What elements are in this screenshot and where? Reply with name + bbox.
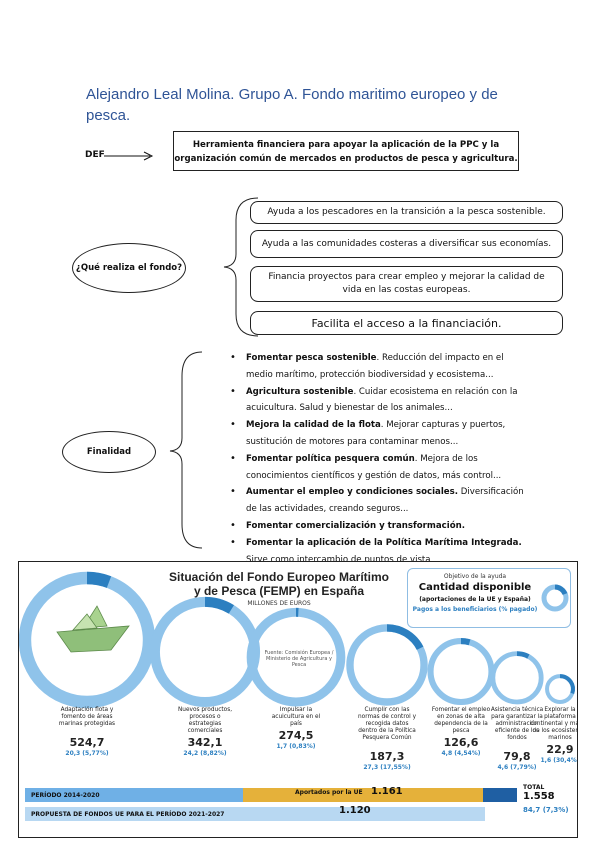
legend-box: Objetivo de la ayuda Cantidad disponible… [407, 568, 571, 628]
action-text: Facilita el acceso a la financiación. [311, 316, 502, 330]
goal-item: Agricultura sostenible. Cuidar ecosistem… [230, 384, 532, 418]
definition-box: Herramienta financiera para apoyar la ap… [173, 131, 519, 171]
category-label: Impulsar la acuicultura en el país [271, 707, 321, 727]
category-value: 524,7 [69, 736, 105, 749]
legend-payments: Pagos a los beneficiarios (% pagado) [412, 606, 538, 613]
spain-contribution-bar [483, 788, 517, 802]
def-label: DEF [85, 150, 105, 160]
legend-objective: Objetivo de la ayuda [443, 573, 507, 580]
finalidad-oval: Finalidad [62, 431, 156, 473]
eu-contribution-bar [243, 788, 483, 802]
period-label: PERÍODO 2014-2020 [31, 791, 100, 799]
category-paid: 27,3 (17,55%) [363, 764, 411, 771]
category-label: Fomentar el empleo en zonas de alta depe… [431, 707, 491, 734]
question-oval: ¿Qué realiza el fondo? [72, 243, 186, 293]
action-box-2: Ayuda a las comunidades costeras a diver… [250, 230, 563, 258]
proposal-value: 1.120 [339, 805, 371, 816]
category-label: Asistencia técnica para garantizar la ad… [490, 707, 544, 741]
def-arrow-icon [104, 151, 154, 161]
goal-item: Mejora la calidad de la flota. Mejorar c… [230, 417, 532, 451]
ring-5 [427, 638, 495, 706]
aportados-value: 1.161 [371, 786, 403, 797]
ring-paid-arc-5 [460, 638, 471, 646]
legend-ring-icon [541, 584, 569, 612]
proposal-label: PROPUESTA DE FONDOS UE PARA EL PERÍODO 2… [31, 810, 225, 818]
ring-paid-arc-7 [559, 674, 575, 695]
category-paid: 1,6 (30,4%) [540, 757, 578, 764]
category-label: Nuevos productos, procesos o estrategias… [177, 707, 233, 734]
action-text: Ayuda a los pescadores en la transición … [267, 207, 546, 217]
legend-contributions: (aportaciones de la UE y España) [419, 596, 531, 603]
category-value: 342,1 [187, 736, 223, 749]
total-label: TOTAL [523, 784, 545, 791]
category-label: Adaptación flota y fomento de áreas mari… [58, 707, 116, 727]
category-value: 22,9 [546, 743, 574, 756]
category-paid: 20,3 (5,77%) [65, 750, 109, 757]
action-box-1: Ayuda a los pescadores en la transición … [250, 201, 563, 224]
category-paid: 24,2 (8,82%) [183, 750, 227, 757]
category-paid: 4,6 (7,79%) [497, 764, 537, 771]
paper-boat-icon [56, 605, 130, 653]
category-value: 126,6 [443, 736, 479, 749]
category-label: Explorar la plataforma continental y map… [530, 707, 577, 741]
total-value: 1.558 [523, 791, 555, 802]
ring-6 [490, 651, 544, 705]
goal-item: Fomentar pesca sostenible. Reducción del… [230, 350, 532, 384]
question-text: ¿Qué realiza el fondo? [75, 262, 183, 273]
goal-item: Fomentar la aplicación de la Política Ma… [230, 535, 532, 569]
action-box-4: Facilita el acceso a la financiación. [250, 311, 563, 335]
action-text: Financia proyectos para crear empleo y m… [268, 272, 545, 295]
ring-paid-arc-6 [516, 651, 530, 659]
action-box-3: Financia proyectos para crear empleo y m… [250, 266, 563, 302]
goal-item: Fomentar comercialización y transformaci… [230, 518, 532, 535]
legend-available: Cantidad disponible [418, 582, 532, 593]
document-title: Alejandro Leal Molina. Grupo A. Fondo ma… [86, 86, 498, 124]
ring-paid-arc-4 [386, 624, 424, 651]
action-text: Ayuda a las comunidades costeras a diver… [261, 238, 552, 249]
source-note: Fuente: Comisión Europea / Ministerio de… [264, 650, 334, 668]
goals-list: Fomentar pesca sostenible. Reducción del… [230, 350, 532, 569]
finalidad-text: Finalidad [86, 446, 132, 457]
category-value: 274,5 [278, 729, 314, 742]
femp-infographic: Situación del Fondo Europeo Marítimo y d… [18, 561, 578, 838]
ring-paid-arc-1 [86, 571, 112, 588]
rings-chart [19, 571, 575, 709]
ring-2 [149, 596, 261, 708]
actions-brace-icon [223, 197, 259, 337]
category-label: Cumplir con las normas de control y reco… [357, 707, 417, 741]
category-value: 79,8 [503, 750, 531, 763]
category-paid: 4,8 (4,54%) [441, 750, 481, 757]
goal-item: Aumentar el empleo y condiciones sociale… [230, 484, 532, 518]
aportados-label: Aportados por la UE [295, 789, 363, 796]
category-paid: 1,7 (0,83%) [276, 743, 316, 750]
goal-item: Fomentar política pesquera común. Mejora… [230, 451, 532, 485]
finalidad-brace-icon [169, 351, 203, 549]
infographic-subtitle: MILLONES DE EUROS [247, 600, 311, 607]
category-value: 187,3 [369, 750, 405, 763]
ring-paid-arc-2 [204, 596, 234, 614]
proposal-bar: PROPUESTA DE FONDOS UE PARA EL PERÍODO 2… [25, 807, 485, 821]
infographic-title: Situación del Fondo Europeo Marítimo y d… [169, 570, 390, 598]
spain-value: 84,7 (7,3%) [523, 806, 569, 814]
